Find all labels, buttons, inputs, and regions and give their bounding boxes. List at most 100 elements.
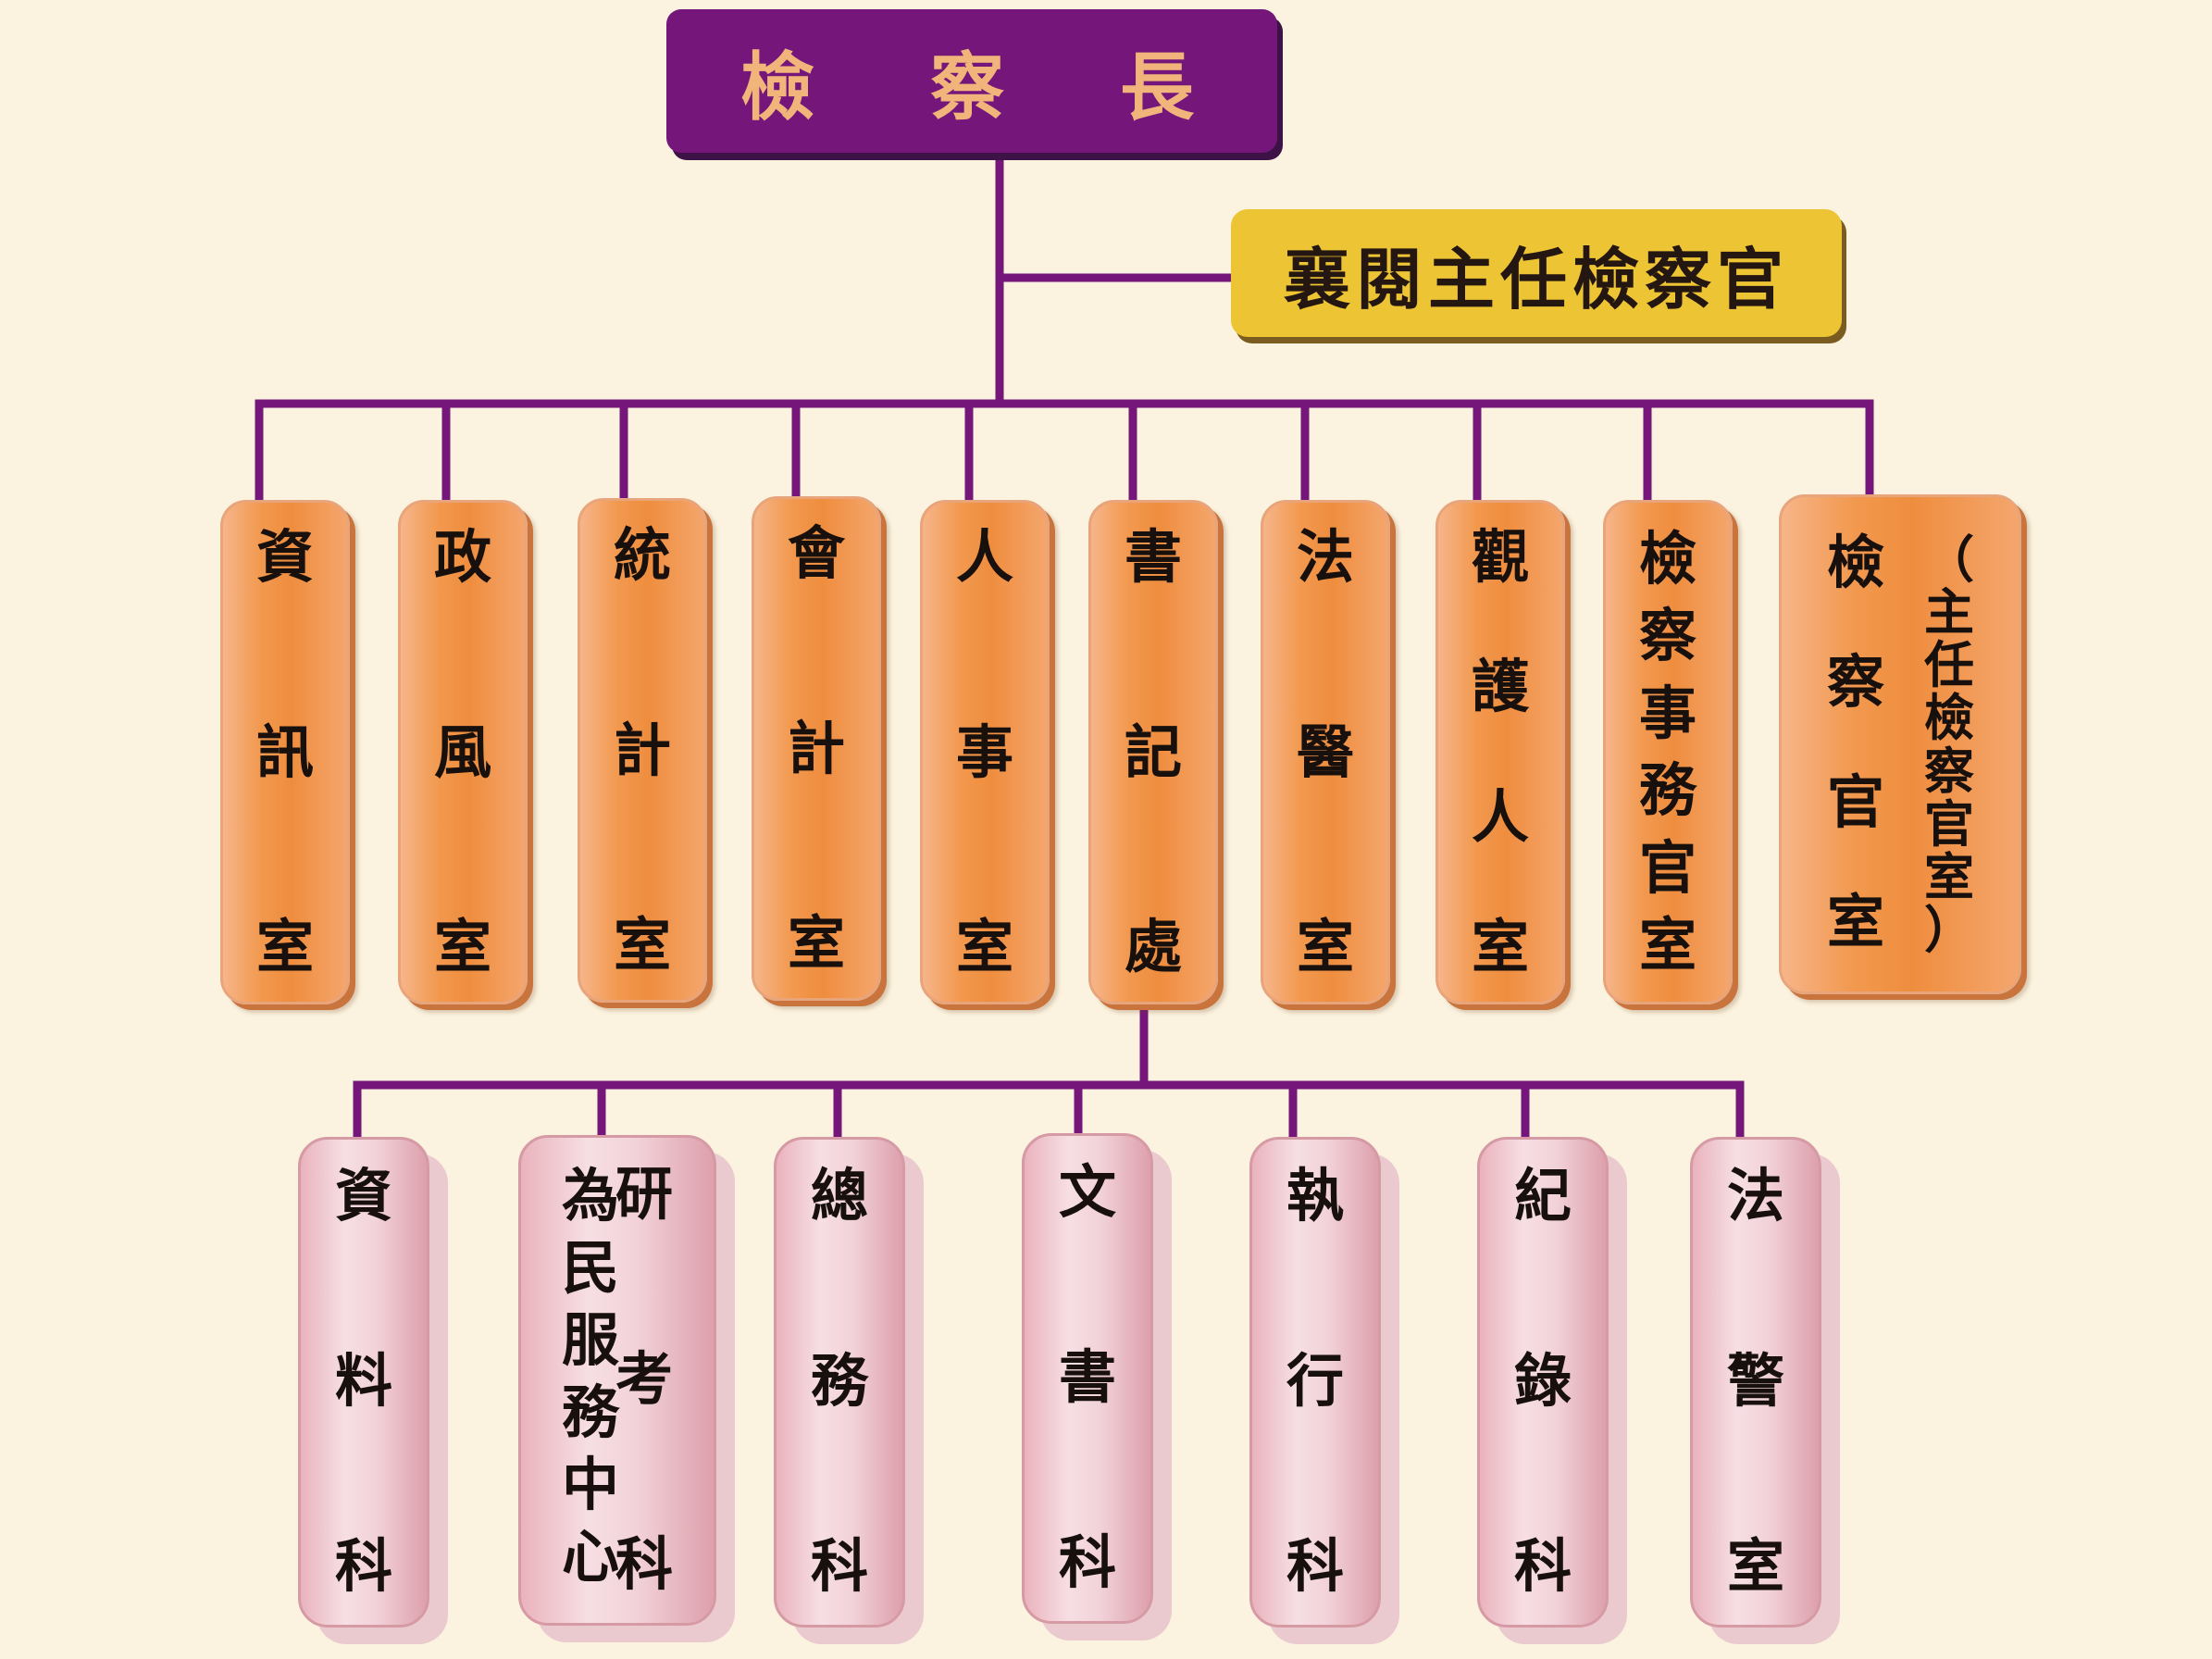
office-char: 室 <box>1638 910 1696 979</box>
section-label: 資 料 科 <box>301 1167 427 1595</box>
office-label: 書 記 處 <box>1091 529 1215 976</box>
section-label-right: 研 考 科 <box>612 1166 677 1593</box>
office-box-statistics: 統 計 室 <box>578 498 707 1003</box>
office-sublabel: （ 主 任 檢 察 官 室 ） <box>1917 534 1982 954</box>
office-char: 室 <box>1826 887 1884 955</box>
section-box-bailiff: 法 警 室 <box>1690 1137 1821 1628</box>
office-char: 記 <box>1124 717 1182 786</box>
office-box-prosecutors: 檢 察 官 室 （ 主 任 檢 察 官 室 ） <box>1779 494 2021 994</box>
office-char: 察 <box>1638 602 1696 670</box>
office-sub-char: ） <box>1924 899 1974 959</box>
section-label: 紀 錄 科 <box>1480 1167 1606 1595</box>
section-char: 考 <box>615 1345 673 1413</box>
section-label: 總 務 科 <box>777 1167 902 1595</box>
office-char: 人 <box>1471 782 1529 851</box>
section-char: 料 <box>334 1347 392 1415</box>
chief-prosecutor-box: 檢 察 長 <box>666 9 1277 153</box>
office-sub-char: 察 <box>1924 741 1974 801</box>
office-char: 檢 <box>1826 529 1884 596</box>
office-char: 室 <box>1471 912 1529 980</box>
office-box-clerk: 書 記 處 <box>1088 500 1218 1004</box>
office-sub-char: 主 <box>1924 582 1974 642</box>
office-label: 統 計 室 <box>580 527 704 974</box>
section-box-general-affairs: 總 務 科 <box>774 1137 905 1628</box>
section-char: 行 <box>1286 1347 1344 1415</box>
section-char: 科 <box>810 1532 868 1600</box>
section-char: 室 <box>1726 1532 1784 1600</box>
deputy-chief-prosecutor-label: 襄閱主任檢察官 <box>1283 239 1789 318</box>
office-label: 檢 察 事 務 官 室 <box>1606 530 1730 974</box>
office-char: 室 <box>1296 913 1354 980</box>
office-char: 室 <box>255 913 314 980</box>
section-box-documents: 文 書 科 <box>1022 1133 1153 1624</box>
section-box-research: 為 民 服 務 中 心 研 考 科 <box>518 1135 716 1626</box>
office-char: 風 <box>433 717 491 786</box>
section-char: 心 <box>561 1523 619 1590</box>
deputy-chief-prosecutor-box: 襄閱主任檢察官 <box>1231 209 1842 337</box>
section-char: 書 <box>1058 1343 1116 1411</box>
office-sub-char: 任 <box>1924 635 1974 695</box>
office-label: 人 事 室 <box>923 529 1047 976</box>
section-box-execution: 執 行 科 <box>1249 1137 1381 1628</box>
section-char: 服 <box>561 1306 619 1374</box>
office-box-personnel: 人 事 室 <box>920 500 1050 1004</box>
office-char: 書 <box>1124 523 1182 591</box>
office-char: 政 <box>433 523 491 591</box>
office-char: 察 <box>1826 648 1884 717</box>
office-char: 人 <box>955 523 1013 591</box>
office-char: 務 <box>1638 756 1696 825</box>
office-char: 官 <box>1638 833 1696 902</box>
office-box-accounting: 會 計 室 <box>752 496 881 1001</box>
office-char: 處 <box>1124 913 1182 980</box>
section-char: 科 <box>1286 1532 1344 1600</box>
office-label: 會 計 室 <box>754 525 878 972</box>
office-sub-char: 室 <box>1924 846 1974 906</box>
office-char: 官 <box>1826 767 1884 836</box>
office-box-probation: 觀 護 人 室 <box>1435 500 1565 1004</box>
office-sub-char: 檢 <box>1924 688 1974 748</box>
office-char: 檢 <box>1638 525 1696 592</box>
section-label-left: 為 民 服 務 中 心 <box>558 1167 623 1586</box>
office-char: 室 <box>613 911 671 979</box>
office-char: 法 <box>1296 523 1354 591</box>
section-label: 文 書 科 <box>1025 1164 1150 1591</box>
office-char: 室 <box>787 909 845 977</box>
office-label: 資 訊 室 <box>223 529 347 976</box>
section-char: 科 <box>1058 1528 1116 1596</box>
office-char: 資 <box>255 523 314 591</box>
office-label: 政 風 室 <box>401 529 525 976</box>
office-char: 觀 <box>1471 523 1529 591</box>
chief-prosecutor-char: 察 <box>930 43 1004 131</box>
office-char: 統 <box>613 521 671 589</box>
office-box-info: 資 訊 室 <box>220 500 350 1004</box>
office-sub-char: 官 <box>1924 793 1974 854</box>
section-box-data: 資 料 科 <box>298 1137 429 1628</box>
section-char: 為 <box>561 1162 619 1229</box>
section-char: 資 <box>334 1162 392 1229</box>
chief-prosecutor-char: 檢 <box>740 43 814 131</box>
section-char: 法 <box>1726 1162 1784 1229</box>
office-char: 室 <box>955 913 1013 980</box>
section-char: 文 <box>1058 1158 1116 1226</box>
office-char: 護 <box>1471 653 1529 721</box>
office-box-prosecution-affairs: 檢 察 事 務 官 室 <box>1603 500 1733 1004</box>
section-label: 法 警 室 <box>1693 1167 1819 1595</box>
section-box-records: 紀 錄 科 <box>1477 1137 1609 1628</box>
office-char: 計 <box>787 714 845 782</box>
office-char: 醫 <box>1296 717 1354 786</box>
section-char: 科 <box>334 1532 392 1600</box>
office-char: 計 <box>613 716 671 784</box>
office-char: 事 <box>1638 679 1696 747</box>
section-char: 科 <box>1513 1532 1572 1600</box>
office-box-ethics: 政 風 室 <box>398 500 528 1004</box>
section-char: 科 <box>615 1530 673 1598</box>
section-char: 務 <box>561 1378 619 1446</box>
section-char: 錄 <box>1513 1347 1572 1415</box>
section-char: 中 <box>561 1451 619 1518</box>
section-char: 總 <box>810 1162 868 1229</box>
section-char: 務 <box>810 1347 868 1415</box>
section-char: 警 <box>1726 1347 1784 1415</box>
section-char: 研 <box>615 1160 673 1228</box>
office-char: 室 <box>433 913 491 980</box>
section-char: 紀 <box>1513 1162 1572 1229</box>
